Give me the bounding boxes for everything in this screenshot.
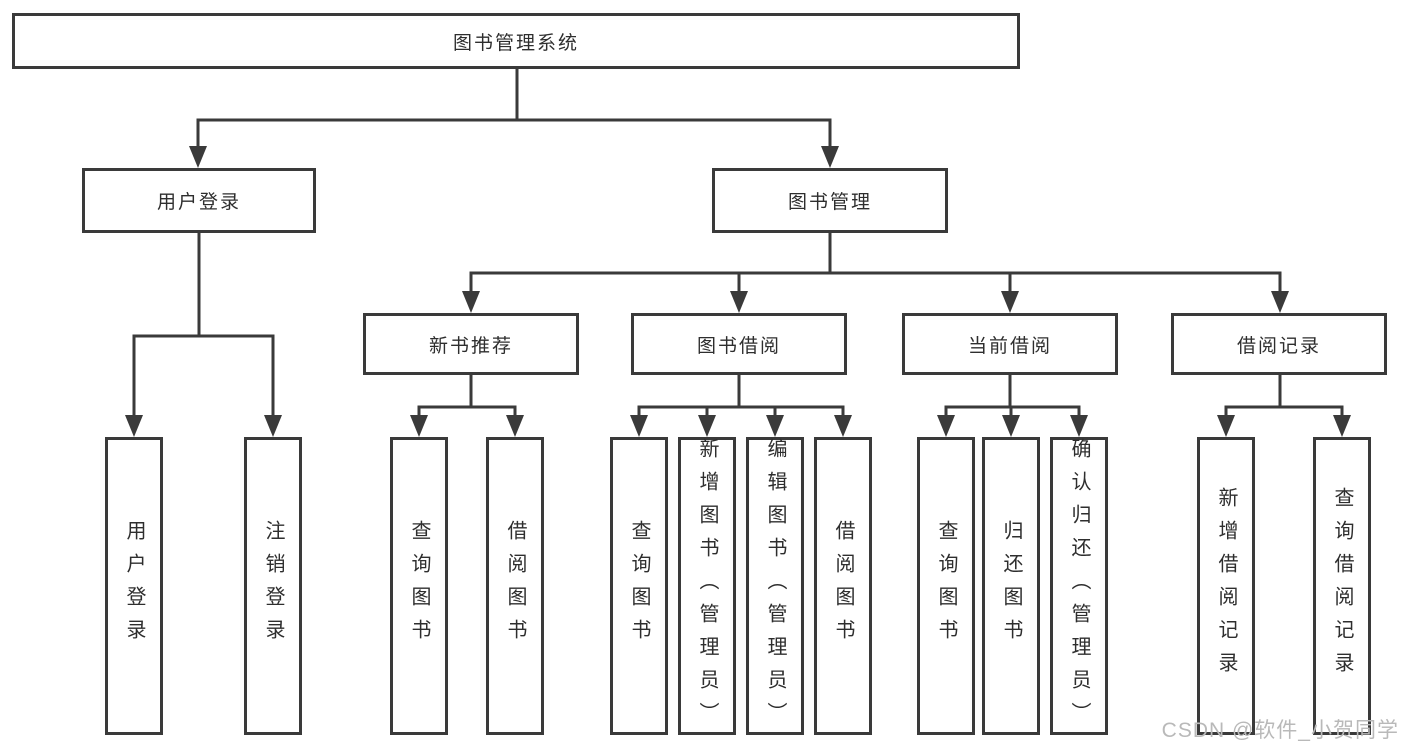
node-root-system: 图书管理系统 [12, 13, 1020, 69]
node-new-book-recommend: 新书推荐 [363, 313, 579, 375]
node-label: 借阅图书 [832, 520, 854, 652]
node-label: 确认归还（管理员） [1068, 437, 1090, 735]
node-label: 用户登录 [123, 520, 145, 652]
leaf-edit-book-admin: 编辑图书（管理员） [746, 437, 804, 735]
node-label: 查询图书 [935, 520, 957, 652]
node-current-borrow: 当前借阅 [902, 313, 1118, 375]
leaf-logout: 注销登录 [244, 437, 302, 735]
node-label: 注销登录 [262, 520, 284, 652]
node-label: 查询图书 [628, 520, 650, 652]
leaf-query-books-current: 查询图书 [917, 437, 975, 735]
csdn-watermark: CSDN @软件_小贺同学 [1161, 719, 1399, 742]
node-label: 借阅记录 [1236, 335, 1321, 357]
node-label: 查询图书 [408, 520, 430, 652]
leaf-query-books-recommend: 查询图书 [390, 437, 448, 735]
node-label: 当前借阅 [967, 335, 1052, 357]
node-label: 新书推荐 [428, 335, 513, 357]
node-book-borrow: 图书借阅 [631, 313, 847, 375]
leaf-query-borrow-record: 查询借阅记录 [1313, 437, 1371, 735]
node-user-login: 用户登录 [82, 168, 316, 233]
leaf-borrow-books-recommend: 借阅图书 [486, 437, 544, 735]
leaf-add-borrow-record: 新增借阅记录 [1197, 437, 1255, 735]
leaf-return-book: 归还图书 [982, 437, 1040, 735]
node-label: 图书借阅 [696, 335, 781, 357]
node-book-management: 图书管理 [712, 168, 948, 233]
node-label: 新增图书（管理员） [696, 437, 718, 735]
node-borrow-records: 借阅记录 [1171, 313, 1387, 375]
node-label: 用户登录 [156, 192, 241, 213]
node-label: 归还图书 [1000, 520, 1022, 652]
node-label: 借阅图书 [504, 520, 526, 652]
leaf-user-login: 用户登录 [105, 437, 163, 735]
node-label: 图书管理 [787, 192, 872, 213]
leaf-add-book-admin: 新增图书（管理员） [678, 437, 736, 735]
leaf-query-books-borrow: 查询图书 [610, 437, 668, 735]
node-label: 查询借阅记录 [1331, 487, 1353, 685]
node-label: 图书管理系统 [452, 32, 579, 54]
leaf-borrow-books: 借阅图书 [814, 437, 872, 735]
node-label: 编辑图书（管理员） [764, 437, 786, 735]
leaf-confirm-return-admin: 确认归还（管理员） [1050, 437, 1108, 735]
node-label: 新增借阅记录 [1215, 487, 1237, 685]
